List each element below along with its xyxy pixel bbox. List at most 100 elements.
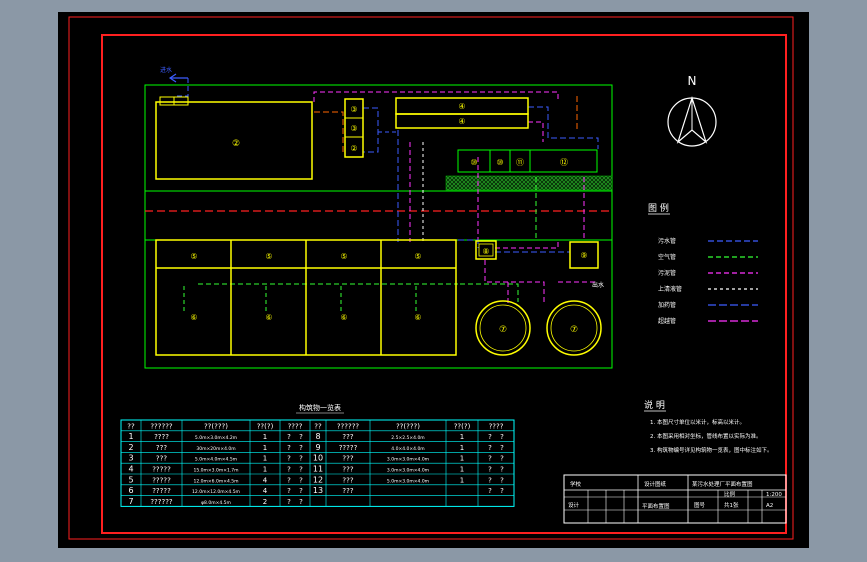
table-cell: ?: [287, 487, 291, 495]
table-title: 构筑物一览表: [299, 403, 341, 412]
unit-7b-label: ⑦: [570, 325, 578, 335]
tb-size: A2: [766, 503, 773, 509]
table-cell: 8: [315, 432, 320, 441]
table-cell: ?: [500, 455, 504, 463]
table-cell: ?????: [339, 444, 358, 452]
table-cell: ???: [342, 455, 353, 463]
table-cell: 1: [460, 433, 464, 441]
table-cell: 9: [315, 443, 320, 452]
table-header: ??(???): [396, 422, 420, 430]
table-cell: ?: [299, 498, 303, 506]
tb-sheet: 共1张: [724, 501, 739, 509]
table-header: ??: [314, 422, 322, 430]
table-cell: ?????: [152, 466, 171, 474]
table-cell: ?: [299, 476, 303, 484]
unit-9-label: ⑨: [580, 251, 587, 260]
inlet-label: 进水: [160, 66, 172, 74]
table-cell: ?: [488, 455, 492, 463]
outlet-label: 出水: [592, 281, 604, 289]
pipes-lower: [183, 239, 598, 314]
unit-1-screen: [159, 96, 175, 106]
north-label: N: [688, 74, 697, 88]
table-cell: φ8.0m×4.5m: [201, 500, 231, 506]
table-cell: ???: [342, 476, 353, 484]
unit-3a-label: ③: [350, 105, 357, 114]
table-cell: ?: [500, 487, 504, 495]
unit-10a-label: ⑩: [470, 158, 477, 167]
table-header: ??(?): [454, 422, 471, 430]
table-cell: ?: [500, 476, 504, 484]
title-block: 学校 设计图纸 某污水处理厂平面布置图 设计 平面布置图 图号 比例 1:200…: [563, 474, 787, 524]
table-header: ????: [489, 422, 504, 430]
table-cell: 15.0m×3.0m×1.7m: [193, 468, 238, 474]
table-cell: ?: [287, 433, 291, 441]
unit-10b-label: ⑩: [496, 158, 503, 167]
note-line: 3. 构筑物编号详见构筑物一览表，图中标注如下。: [650, 446, 773, 454]
tb-designer: 设计: [568, 501, 580, 509]
table-cell: ?: [488, 476, 492, 484]
unit-4b-tank: [395, 113, 529, 129]
table-cell: ?: [500, 466, 504, 474]
sheet-inner-border: [101, 34, 787, 534]
table-cell: 12: [313, 475, 323, 484]
unit-7a-label: ⑦: [499, 325, 507, 335]
table-header: ??????: [150, 422, 173, 430]
table-cell: ?: [299, 444, 303, 452]
table-header: ??????: [337, 422, 360, 430]
table-cell: ???: [342, 433, 353, 441]
unit-7a-clarifier: [475, 300, 531, 356]
table-cell: 4: [263, 487, 268, 495]
table-cell: 1: [263, 444, 267, 452]
table-cell: 4.0×4.0×4.0m: [391, 446, 424, 452]
table-cell: 5.0m×3.0m×4.0m: [387, 478, 429, 484]
note-line: 1. 本图尺寸单位以米计，标高以米计。: [650, 418, 745, 426]
table-cell: 13: [313, 486, 323, 495]
table-cell: ?: [299, 487, 303, 495]
table-cell: 5: [128, 475, 133, 484]
unit-8: [475, 240, 497, 260]
table-cell: ?: [287, 466, 291, 474]
table-cell: 3.0m×3.0m×4.0m: [387, 457, 429, 463]
table-cell: ?????: [152, 487, 171, 495]
pipes-upper: [174, 78, 599, 242]
table-cell: 4: [263, 476, 268, 484]
north-arrow: N: [667, 74, 717, 147]
table-cell: 1: [460, 444, 464, 452]
cad-viewport[interactable]: 进水 出水 ② ③ ③: [58, 12, 809, 548]
table-cell: ??????: [150, 498, 173, 506]
table-cell: 1: [460, 466, 464, 474]
table-cell: 12.0m×12.0m×4.5m: [192, 489, 240, 495]
structure-table: ??????????(???)??(?)??????????????(???)?…: [120, 419, 515, 507]
table-cell: ?: [299, 466, 303, 474]
table-cell: ?: [287, 476, 291, 484]
table-cell: 2.5×2.5×4.0m: [391, 435, 424, 441]
table-cell: 3.0m×3.0m×4.0m: [387, 468, 429, 474]
unit-3-column: [344, 98, 364, 158]
table-cell: 1: [263, 466, 267, 474]
table-header: ??(???): [204, 422, 228, 430]
site-boundary: [144, 84, 613, 369]
table-cell: 2: [128, 443, 133, 452]
unit-2-tank: [155, 101, 313, 180]
table-cell: 5.0m×3.0m×4.2m: [195, 435, 237, 441]
table-cell: ?: [488, 433, 492, 441]
table-cell: ?: [287, 444, 291, 452]
legend-item-label: 空气管: [658, 253, 676, 261]
table-cell: ?: [287, 455, 291, 463]
table-header: ??(?): [257, 422, 274, 430]
table-cell: ???: [156, 455, 167, 463]
inlet-arrow: [168, 73, 177, 83]
table-cell: ?: [488, 466, 492, 474]
legend-title: 图 例: [648, 202, 669, 214]
unit-4b-label: ④: [458, 117, 465, 126]
tb-scale-value: 1:200: [766, 492, 782, 498]
note-line: 2. 本图采用相对坐标，管线布置以实际为准。: [650, 432, 762, 440]
sheet-outer-border: [68, 16, 794, 540]
green-belt: [445, 175, 613, 191]
table-cell: 1: [128, 432, 133, 441]
table-cell: 5.0m×4.0m×4.5m: [195, 457, 237, 463]
table-cell: ?: [299, 433, 303, 441]
table-cell: ?: [488, 487, 492, 495]
table-cell: 11: [313, 465, 323, 474]
